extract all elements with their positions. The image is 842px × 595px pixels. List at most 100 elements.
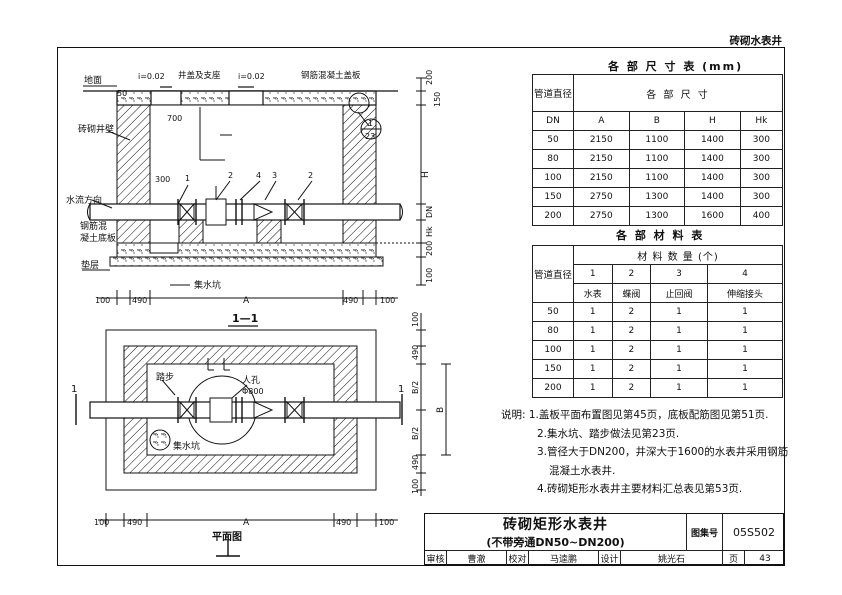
bottom-490-right: 490 [343, 296, 358, 305]
manhole-label: 人孔 [242, 375, 260, 386]
plan-section-mark-right: 1 [398, 384, 404, 395]
dim-100-bottom: 100 [425, 268, 434, 283]
flow-label: 水流方向 [66, 194, 102, 206]
atlas-label: 图集号 [687, 514, 723, 551]
dim-cell: 1100 [628, 130, 686, 150]
base-slab-label-2: 凝土底板 [80, 232, 116, 244]
steps-label: 踏步 [156, 371, 174, 383]
dim-cell: 80 [532, 149, 574, 169]
dim-cell: 2750 [573, 206, 630, 226]
material-cell: 80 [532, 321, 574, 341]
dim-cell: 2750 [573, 187, 630, 207]
dim-cell: 300 [739, 130, 784, 150]
dim-cell: 100 [532, 168, 574, 188]
material-name: 止回阀 [650, 283, 708, 303]
dim-cell: 150 [532, 187, 574, 207]
material-cell: 1 [573, 378, 613, 398]
material-cell: 1 [706, 359, 784, 379]
reviewer-name: 曹澈 [447, 551, 507, 566]
cover-label: 井盖及支座 [178, 70, 221, 81]
atlas-number: 05S502 [723, 514, 785, 551]
dim-cell: 1100 [628, 149, 686, 169]
dim-cell: 2150 [573, 168, 630, 188]
material-cell: 1 [706, 340, 784, 360]
material-num: 4 [706, 264, 784, 284]
part-2-right: 2 [308, 171, 313, 180]
dim-cell: 1400 [684, 187, 741, 207]
material-cell: 2 [611, 302, 652, 322]
manhole-diameter: Φ800 [242, 387, 264, 396]
material-cell: 1 [650, 340, 708, 360]
note-4: 4.砖砌矩形水表井主要材料汇总表见第53页. [537, 483, 743, 495]
page-number: 43 [759, 553, 771, 564]
material-cell: 100 [532, 340, 574, 360]
slope-left-label: i=0.02 [138, 72, 165, 81]
plan-bottom-490-right: 490 [336, 518, 351, 527]
dim-table-header-pipe: 管道直径 [532, 74, 574, 112]
dim-table-header-dn: DN [532, 111, 574, 131]
material-cell: 1 [706, 302, 784, 322]
material-table-header-qty: 材 料 数 量 (个) [573, 245, 783, 265]
note-3a: 3.管径大于DN200，井深大于1600的水表井采用钢筋 [537, 446, 789, 458]
dim-700: 700 [167, 114, 182, 123]
material-cell: 1 [650, 321, 708, 341]
check-label: 校对 [507, 551, 529, 566]
dim-cell: 2150 [573, 130, 630, 150]
dim-table-header-dims: 各 部 尺 寸 [573, 74, 783, 112]
material-table: 管道直径 材 料 数 量 (个) 1 2 3 4 水表 蝶阀 止回阀 伸缩接头 … [532, 245, 784, 398]
dim-DN: DN [425, 206, 434, 218]
dim-table-col-b: B [628, 111, 686, 131]
part-2-left: 1 [185, 174, 190, 183]
material-num: 3 [650, 264, 708, 284]
pipe [89, 203, 401, 221]
plan-dim-100-bottom: 100 [411, 479, 420, 494]
material-cell: 1 [650, 302, 708, 322]
dim-cell: 1400 [684, 149, 741, 169]
plan-sump-label: 集水坑 [173, 440, 200, 452]
notes: 说明: 1.盖板平面布置图见第45页，底板配筋图见第51页. 2.集水坑、踏步做… [501, 406, 788, 499]
dim-cell: 1400 [684, 130, 741, 150]
slab-label: 钢筋混凝土盖板 [301, 70, 361, 81]
note-1: 说明: 1.盖板平面布置图见第45页，底板配筋图见第51页. [501, 409, 769, 421]
material-cell: 1 [650, 359, 708, 379]
material-cell: 1 [573, 359, 613, 379]
plan-dim-B: B [436, 407, 446, 413]
review-label: 审核 [425, 551, 447, 566]
material-cell: 1 [573, 321, 613, 341]
section-title: 1—1 [232, 312, 258, 325]
dim-table-title: 各 部 尺 寸 表 (mm) [608, 60, 744, 73]
part-1: 2 [228, 171, 233, 180]
material-cell: 2 [611, 340, 652, 360]
left-wall [116, 104, 151, 244]
part-4: 4 [256, 171, 261, 180]
bottom-490-left: 490 [132, 296, 147, 305]
checker-name: 马逵鹏 [529, 551, 599, 566]
material-name: 伸缩接头 [706, 283, 784, 303]
base-slab-label-1: 钢筋混 [80, 220, 107, 232]
plan-dim-100-top: 100 [411, 312, 420, 327]
dim-Hk: Hk [425, 226, 434, 237]
wall-label: 砖砌井壁 [78, 123, 114, 135]
plan-bottom-100-right: 100 [379, 518, 394, 527]
dim-cell: 300 [739, 149, 784, 169]
material-name: 蝶阀 [611, 283, 652, 303]
note-2: 2.集水坑、踏步做法见第23页. [537, 427, 680, 440]
dim-table-col-hk: Hk [739, 111, 784, 131]
dim-200-top: 200 [425, 70, 434, 85]
plan-dim-b2-bottom: B/2 [411, 427, 420, 440]
dim-H: H [421, 171, 431, 178]
material-num: 2 [611, 264, 652, 284]
dim-cell: 1300 [628, 187, 686, 207]
drawing-title: 砖砌矩形水表井 [503, 517, 608, 533]
material-cell: 150 [532, 359, 574, 379]
material-table-title: 各 部 材 料 表 [616, 229, 705, 242]
drawing-subtitle: (不带旁通DN50~DN200) [486, 536, 625, 549]
